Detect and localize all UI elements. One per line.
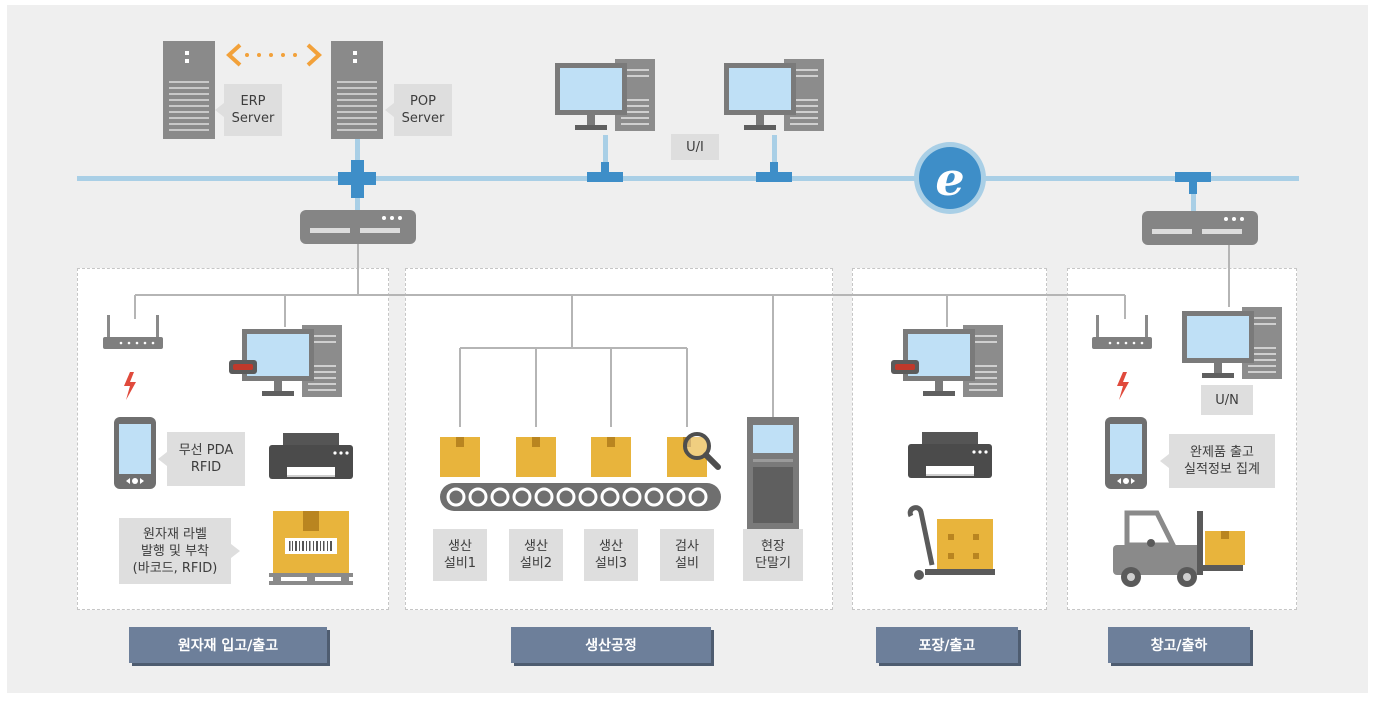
network-diagram: e — [77, 41, 1299, 587]
warehouse-signal-icon — [1117, 372, 1129, 400]
pda-icon — [114, 417, 156, 489]
equipment-label-3: 생산 설비3 — [584, 529, 638, 581]
inspection-label: 검사 설비 — [660, 529, 714, 581]
ui-computer-icon-1 — [555, 59, 655, 131]
equipment-label-1: 생산 설비1 — [433, 529, 487, 581]
barcode-scanner-icon — [229, 360, 257, 374]
section-raw-material: 원자재 입고/출고 — [129, 627, 327, 663]
forklift-icon — [1113, 510, 1245, 587]
pallet-jack-icon — [907, 505, 995, 580]
equipment-label-2: 생산 설비2 — [509, 529, 563, 581]
erp-server-label: ERP Server — [215, 84, 282, 136]
ui-junction-icon-2 — [756, 172, 792, 182]
warehouse-ap-icon — [1092, 315, 1152, 349]
diagram-canvas: e — [7, 5, 1368, 693]
production-box-icon-1 — [440, 437, 480, 477]
wireless-ap-icon — [103, 315, 163, 349]
svg-text:e: e — [935, 152, 964, 206]
pda-rfid-label: 무선 PDA RFID — [158, 432, 245, 486]
field-terminal-icon — [747, 417, 799, 529]
un-label: U/N — [1201, 385, 1253, 415]
ui-computer-icon-2 — [724, 59, 824, 131]
internet-explorer-icon: e — [914, 142, 986, 214]
section-warehouse: 창고/출하 — [1108, 627, 1250, 663]
section-production: 생산공정 — [511, 627, 711, 663]
lan-lines — [134, 244, 1230, 427]
production-box-icon-2 — [516, 437, 556, 477]
main-router-icon — [300, 210, 416, 244]
section-packing: 포장/출고 — [876, 627, 1018, 663]
packing-printer-icon — [908, 432, 992, 478]
warehouse-router-icon — [1142, 211, 1258, 245]
bidirectional-arrow-icon — [226, 43, 322, 67]
production-box-icon-3 — [591, 437, 631, 477]
raw-material-label-text: 원자재 라벨 발행 및 부착 (바코드, RFID) — [119, 518, 240, 584]
warehouse-pda-icon — [1105, 417, 1147, 489]
pop-server-label: POP Server — [385, 84, 452, 136]
warehouse-computer-icon — [1182, 307, 1282, 379]
ui-label: U/I — [671, 134, 719, 160]
ui-junction-icon-1 — [587, 172, 623, 182]
label-printer-icon — [269, 433, 353, 479]
field-terminal-label: 현장 단말기 — [743, 529, 803, 581]
pop-junction-icon — [338, 160, 376, 198]
conveyor-belt-icon — [440, 483, 721, 511]
labeled-pallet-icon — [269, 511, 353, 585]
pop-server-icon — [331, 41, 383, 139]
packing-scanner-icon — [891, 360, 919, 374]
wireless-signal-icon — [124, 372, 136, 400]
magnifier-icon — [683, 432, 721, 470]
shipment-aggregate-label: 완제품 출고 실적정보 집계 — [1160, 434, 1275, 488]
warehouse-junction-icon — [1175, 172, 1211, 194]
erp-server-icon — [163, 41, 215, 139]
raw-material-computer-icon — [242, 325, 342, 397]
